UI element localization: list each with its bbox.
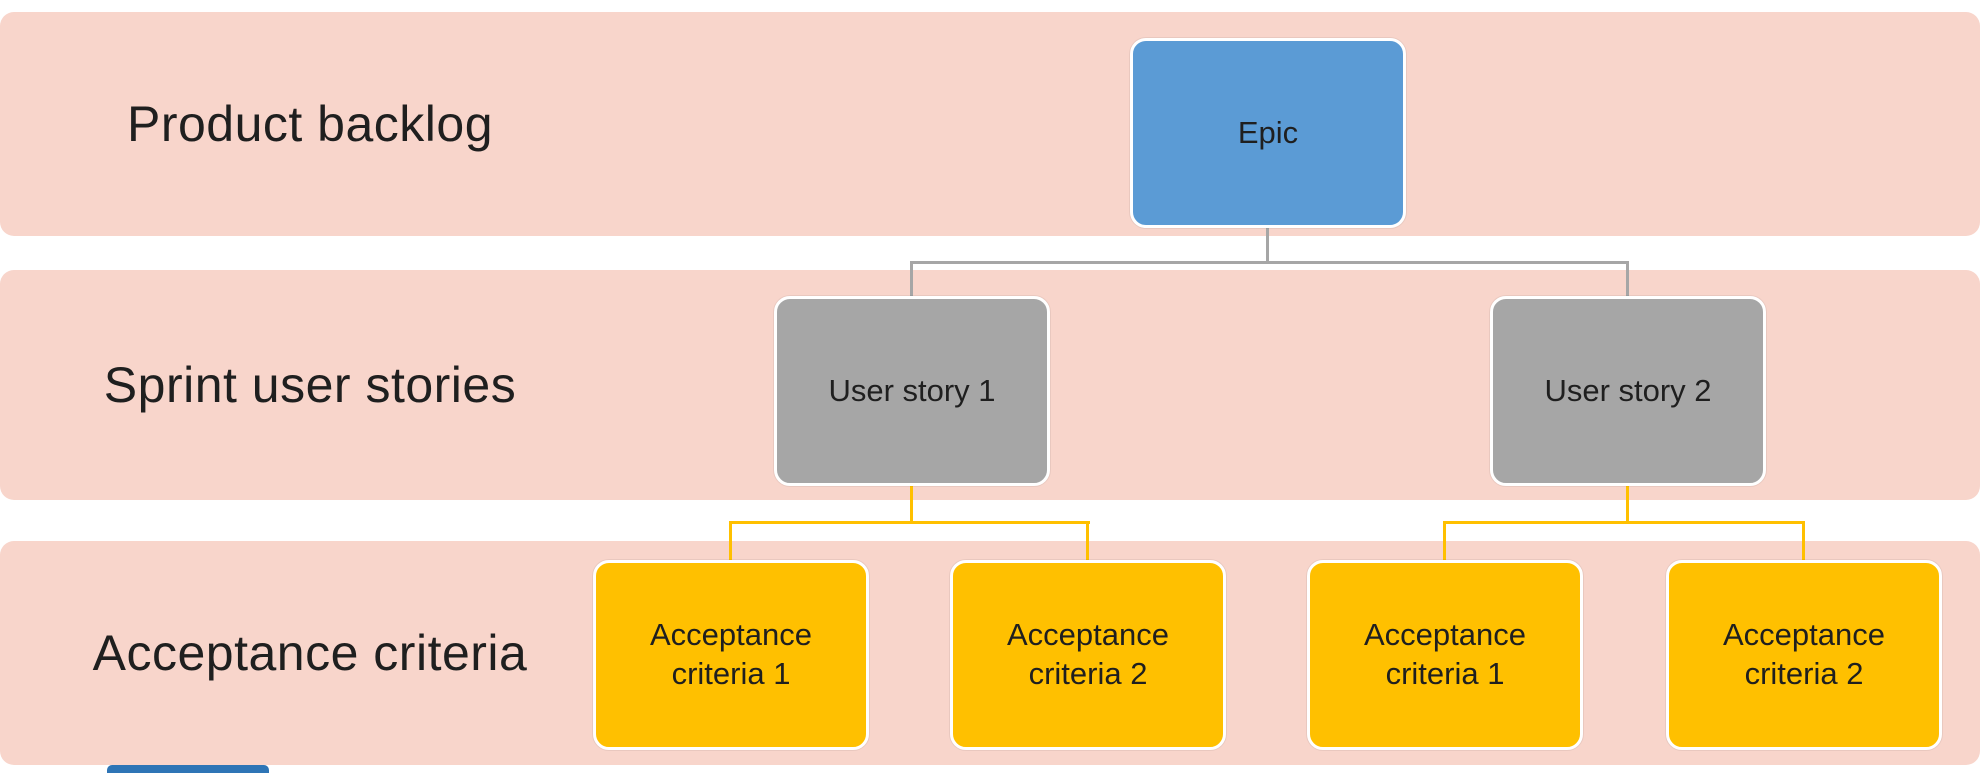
band-label-sprint-user-stories: Sprint user stories <box>103 357 517 413</box>
node-user-story-1-label: User story 1 <box>828 372 996 408</box>
connector-drop-ac-2-1 <box>1443 521 1446 562</box>
connector-epic-stem <box>1266 226 1269 264</box>
node-user-story-2-label: User story 2 <box>1544 372 1712 408</box>
node-acceptance-criteria-1-1-label: Acceptance criteria 1 <box>650 617 812 691</box>
connector-epic-horizontal <box>910 261 1629 264</box>
node-epic: Epic <box>1130 38 1406 228</box>
node-acceptance-criteria-1-2: Acceptance criteria 2 <box>950 560 1226 750</box>
node-acceptance-criteria-2-1-label: Acceptance criteria 1 <box>1364 617 1526 691</box>
connector-drop-ac-1-2 <box>1086 521 1089 562</box>
connector-us1-horizontal <box>729 521 1090 524</box>
band-label-acceptance-criteria: Acceptance criteria <box>92 625 528 681</box>
connector-drop-ac-1-1 <box>729 521 732 562</box>
connector-drop-user-story-1 <box>910 261 913 298</box>
node-acceptance-criteria-1-1: Acceptance criteria 1 <box>593 560 869 750</box>
connector-us1-stem <box>910 484 913 524</box>
node-acceptance-criteria-2-1: Acceptance criteria 1 <box>1307 560 1583 750</box>
node-acceptance-criteria-1-2-label: Acceptance criteria 2 <box>1007 617 1169 691</box>
bottom-partial-shape <box>107 765 269 773</box>
node-user-story-1: User story 1 <box>774 296 1050 486</box>
node-user-story-2: User story 2 <box>1490 296 1766 486</box>
connector-drop-user-story-2 <box>1626 261 1629 298</box>
connector-us2-stem <box>1626 484 1629 524</box>
node-acceptance-criteria-2-2: Acceptance criteria 2 <box>1666 560 1942 750</box>
node-acceptance-criteria-2-2-label: Acceptance criteria 2 <box>1723 617 1885 691</box>
connector-drop-ac-2-2 <box>1802 521 1805 562</box>
connector-us2-horizontal <box>1443 521 1805 524</box>
node-epic-label: Epic <box>1237 114 1299 150</box>
band-label-product-backlog: Product backlog <box>126 96 494 152</box>
band-product-backlog: Product backlog <box>0 12 1980 236</box>
